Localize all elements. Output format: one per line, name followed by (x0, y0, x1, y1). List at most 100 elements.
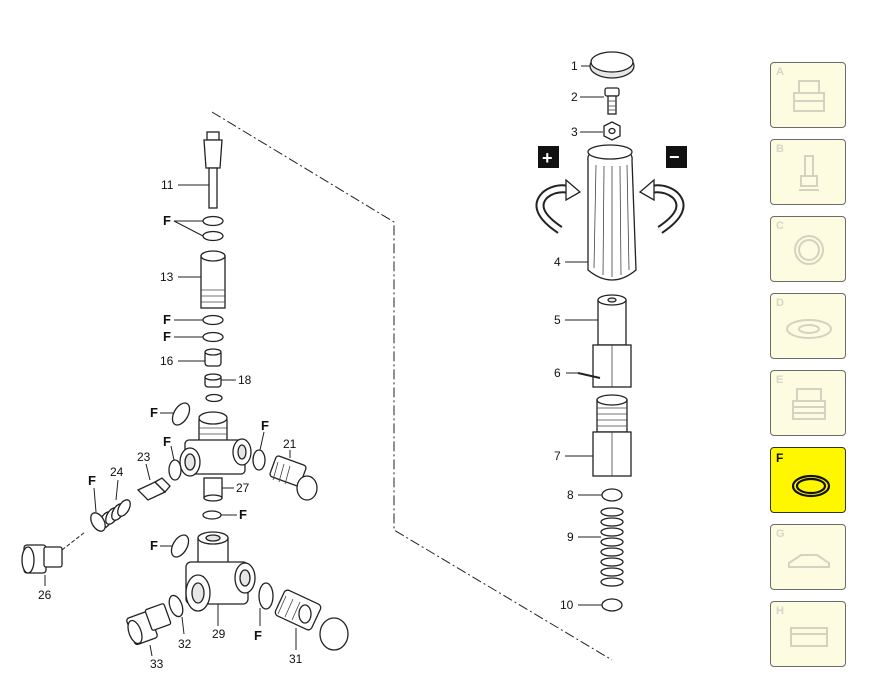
upper-tee-body[interactable] (179, 411, 252, 477)
seal-f-1[interactable] (202, 215, 224, 227)
increase-sign-icon (538, 146, 559, 168)
seal-label: F (254, 628, 262, 643)
callout-21: 21 (283, 437, 297, 451)
part-10-seat[interactable] (601, 598, 623, 612)
category-c[interactable]: C (770, 216, 846, 282)
exploded-parts-diagram: 1 2 3 4 + − (21, 51, 687, 671)
seal-label: F (239, 507, 247, 522)
o-ring-icon (791, 474, 831, 498)
callout-11: 11 (161, 178, 174, 192)
seal-f-9[interactable] (202, 510, 222, 520)
category-e[interactable]: E (770, 370, 846, 436)
seal-label: F (163, 434, 171, 449)
callout-31: 31 (289, 652, 303, 666)
category-d[interactable]: D (770, 293, 846, 359)
part-27-nipple[interactable] (203, 477, 223, 502)
category-letter: F (776, 451, 784, 465)
part-5-housing[interactable] (592, 294, 632, 388)
seal-f-11[interactable] (258, 582, 274, 610)
part-31-banjo-bolt[interactable] (274, 589, 349, 651)
category-f[interactable]: F (770, 447, 846, 513)
svg-text:+: + (542, 148, 553, 168)
category-letter: A (776, 66, 784, 78)
seal-f-10[interactable] (168, 532, 192, 560)
callout-23: 23 (137, 450, 151, 464)
block-icon (790, 627, 828, 647)
part-7-fitting[interactable] (592, 394, 632, 477)
part-16-nut[interactable] (204, 348, 222, 367)
fitting-icon (792, 388, 826, 420)
part-4-adjustment-knob[interactable] (587, 144, 637, 281)
seal-label: F (150, 405, 158, 420)
callout-32: 32 (178, 637, 192, 651)
assembly-guide-line (211, 111, 613, 661)
part-26-fitting[interactable] (21, 544, 63, 574)
callout-6: 6 (554, 366, 561, 380)
category-h[interactable]: H (770, 601, 846, 667)
callout-8: 8 (567, 488, 574, 502)
part-23-check-valve[interactable] (136, 477, 171, 501)
part-8-washer[interactable] (601, 488, 623, 502)
category-letter: H (776, 605, 784, 617)
callout-4: 4 (554, 255, 561, 269)
category-g[interactable]: G (770, 524, 846, 590)
category-letter: D (776, 297, 784, 309)
decrease-sign-icon (666, 146, 687, 168)
callout-1: 1 (571, 59, 578, 73)
seal-label: F (163, 329, 171, 344)
seal-label: F (163, 312, 171, 327)
callout-9: 9 (567, 530, 574, 544)
callout-29: 29 (212, 627, 226, 641)
part-6-pin[interactable] (577, 372, 601, 379)
callout-24: 24 (110, 465, 124, 479)
callout-10: 10 (560, 598, 574, 612)
category-b[interactable]: B (770, 139, 846, 205)
seal-f-3[interactable] (202, 314, 224, 326)
part-9-spring[interactable] (600, 507, 624, 587)
category-sidebar: A B C D E F G (770, 62, 850, 678)
part-3-nut[interactable] (603, 121, 621, 141)
part-32-ring[interactable] (167, 594, 186, 619)
seal-label: F (261, 418, 269, 433)
callout-7: 7 (554, 449, 561, 463)
part-13-sleeve[interactable] (200, 250, 226, 309)
part-29-lower-tee[interactable] (185, 531, 256, 612)
seal-f-6[interactable] (252, 449, 266, 471)
rotate-decrease-arrow-icon (638, 178, 685, 234)
seal-18-ring[interactable] (205, 393, 223, 403)
svg-text:−: − (669, 147, 680, 167)
seal-f-8[interactable] (88, 510, 108, 533)
valve-stem-icon (799, 155, 819, 191)
part-33-fitting[interactable] (125, 603, 172, 646)
rotate-increase-arrow-icon (535, 178, 582, 234)
seal-f-4[interactable] (202, 331, 224, 343)
category-a[interactable]: A (770, 62, 846, 128)
seal-label: F (163, 213, 171, 228)
seal-f-2[interactable] (202, 230, 224, 242)
part-18-seat[interactable] (204, 373, 222, 388)
seal-f-7[interactable] (168, 459, 182, 481)
category-letter: C (776, 220, 784, 232)
callout-33: 33 (150, 657, 164, 671)
category-letter: G (776, 528, 785, 540)
callout-18: 18 (238, 373, 252, 387)
seal-label: F (150, 538, 158, 553)
callout-27: 27 (236, 481, 250, 495)
callout-2: 2 (571, 90, 578, 104)
callout-13: 13 (160, 270, 174, 284)
callout-5: 5 (554, 313, 561, 327)
plate-icon (788, 554, 830, 568)
seal-f-5[interactable] (169, 400, 193, 428)
pump-head-icon (793, 80, 825, 112)
gasket-icon (786, 319, 832, 339)
part-2-screw[interactable] (604, 87, 620, 115)
callout-3: 3 (571, 125, 578, 139)
part-11-valve-stem[interactable] (203, 131, 223, 209)
callout-26: 26 (38, 588, 52, 602)
part-21-banjo-bolt[interactable] (269, 455, 318, 501)
category-letter: E (776, 374, 784, 386)
callout-16: 16 (160, 354, 174, 368)
part-1-cap[interactable] (589, 51, 635, 79)
seal-label: F (88, 473, 96, 488)
ring-icon (794, 235, 824, 265)
